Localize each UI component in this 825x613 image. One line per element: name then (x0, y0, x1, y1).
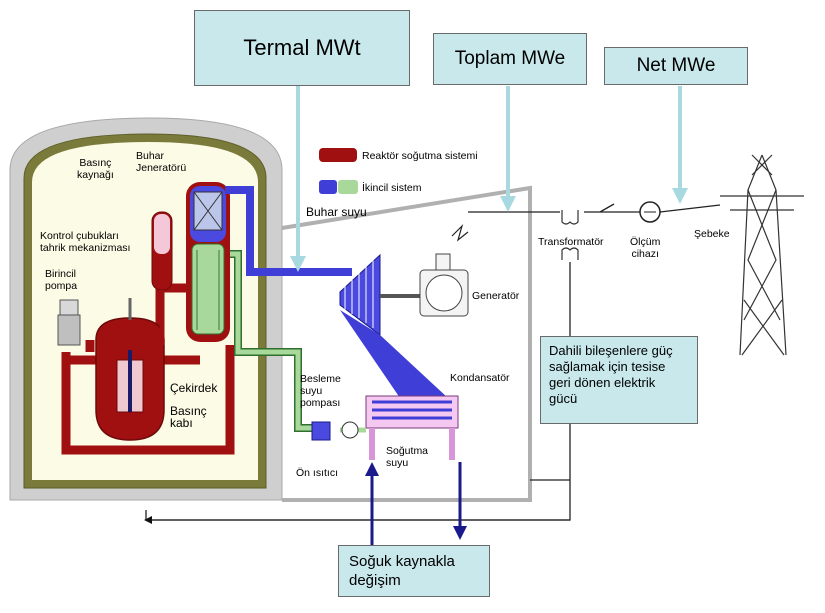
cold-source-box: Soğuk kaynakla değişim (338, 545, 490, 597)
label-preheater: Ön ısıtıcı (296, 467, 339, 479)
cold-source-arrows (365, 462, 467, 545)
gross-mwe-box: Toplam MWe (433, 33, 587, 85)
internal-power-box: Dahili bileşenlere güç sağlamak için tes… (540, 336, 698, 424)
control-rod (128, 350, 132, 412)
label-meter: Ölçüm cihazı (630, 236, 661, 260)
steam-line (225, 186, 352, 276)
label-generator: Generatör (472, 290, 520, 302)
net-mwe-box: Net MWe (604, 47, 748, 85)
primary-pump (57, 314, 81, 346)
thermal-mwt-box: Termal MWt (194, 10, 410, 86)
legend-swatch-secondary-green (338, 180, 358, 194)
preheater (311, 421, 331, 441)
label-control-rods: Kontrol çubukları tahrik mekanizması (40, 230, 131, 254)
transmission-tower (720, 154, 804, 356)
turbine-hall (281, 185, 532, 502)
legend-label-reactor: Reaktör soğutma sistemi (362, 150, 478, 162)
legend-swatch-secondary-blue (319, 180, 337, 194)
transformer (561, 210, 579, 260)
legend-label-secondary: İkincil sistem (362, 182, 422, 194)
cyan-arrows (290, 86, 688, 272)
label-pressure-vessel: Basınç kabı (170, 404, 207, 430)
label-grid: Şebeke (694, 228, 730, 240)
feedwater-pump (341, 421, 359, 439)
label-feed-pump: Besleme suyu pompası (300, 373, 341, 409)
label-core: Çekirdek (170, 381, 218, 395)
label-steam-generator: Buhar Jeneratörü (136, 150, 187, 174)
label-pressurizer: Basınç kaynağı (77, 157, 114, 181)
label-primary-pump: Birincil pompa (45, 268, 78, 292)
label-transformer: Transformatör (538, 236, 604, 248)
legend-swatch-reactor (319, 148, 357, 162)
label-condenser: Kondansatör (450, 372, 510, 384)
label-steam-water: Buhar suyu (306, 205, 367, 219)
label-cooling-water: Soğutma suyu (386, 445, 429, 469)
